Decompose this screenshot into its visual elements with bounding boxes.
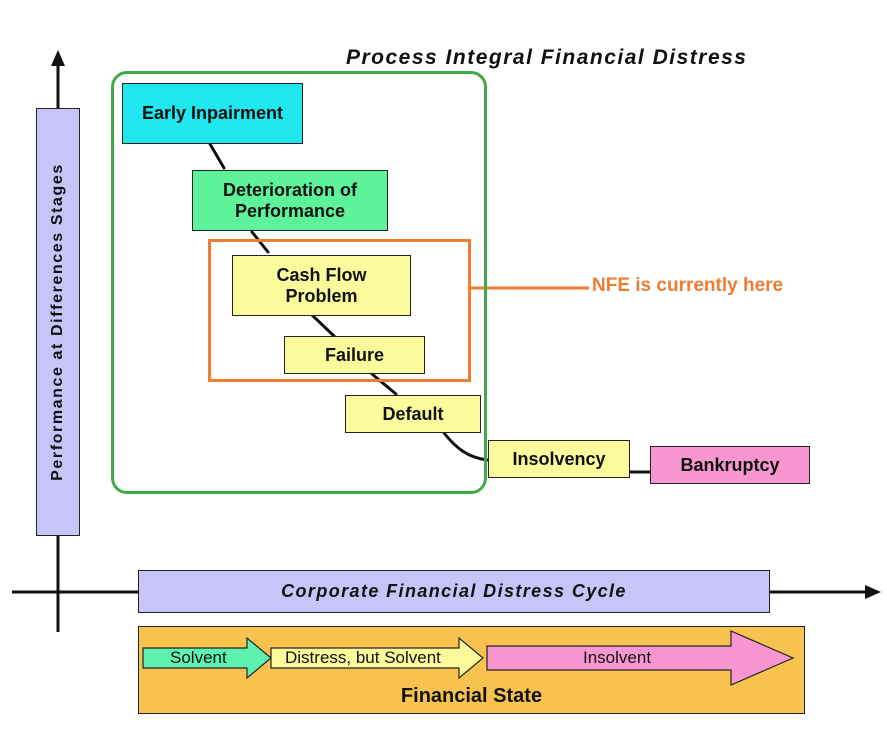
current-position-note: NFE is currently here (592, 275, 784, 296)
x-axis-label: Corporate Financial Distress Cycle (281, 581, 627, 601)
stage-cash-flow-problem: Cash Flow Problem (232, 255, 411, 316)
y-axis-label-box: Performance at Differences Stages (36, 108, 80, 536)
financial-state-label: Financial State (400, 685, 543, 707)
solvent-arrow (142, 636, 272, 680)
early-stages-highlight (111, 71, 487, 494)
stage-early-impairment: Early Inpairment (122, 83, 303, 144)
insolvent-label: Insolvent (583, 648, 652, 667)
distress-curve (208, 142, 652, 474)
distress-but-solvent-label: Distress, but Solvent (285, 648, 441, 667)
x-axis-arrowhead (865, 585, 881, 599)
distress-but-solvent-arrow (270, 636, 484, 680)
x-axis-label-box: Corporate Financial Distress Cycle (138, 570, 770, 613)
financial-state-arrows (142, 630, 795, 686)
current-stage-highlight (208, 239, 471, 382)
stage-bankruptcy: Bankruptcy (650, 446, 810, 484)
insolvent-arrow (486, 630, 795, 686)
stage-failure: Failure (284, 336, 425, 374)
y-axis-arrowhead (51, 50, 65, 66)
y-axis-label: Performance at Differences Stages (49, 163, 66, 481)
solvent-label: Solvent (170, 648, 227, 667)
financial-state-panel: Solvent Distress, but Solvent Insolvent … (138, 626, 805, 714)
diagram-title: Process Integral Financial Distress (346, 46, 748, 69)
stage-default: Default (345, 395, 481, 433)
stage-deterioration-of-performance: Deterioration of Performance (192, 170, 388, 231)
stage-insolvency: Insolvency (488, 440, 630, 478)
